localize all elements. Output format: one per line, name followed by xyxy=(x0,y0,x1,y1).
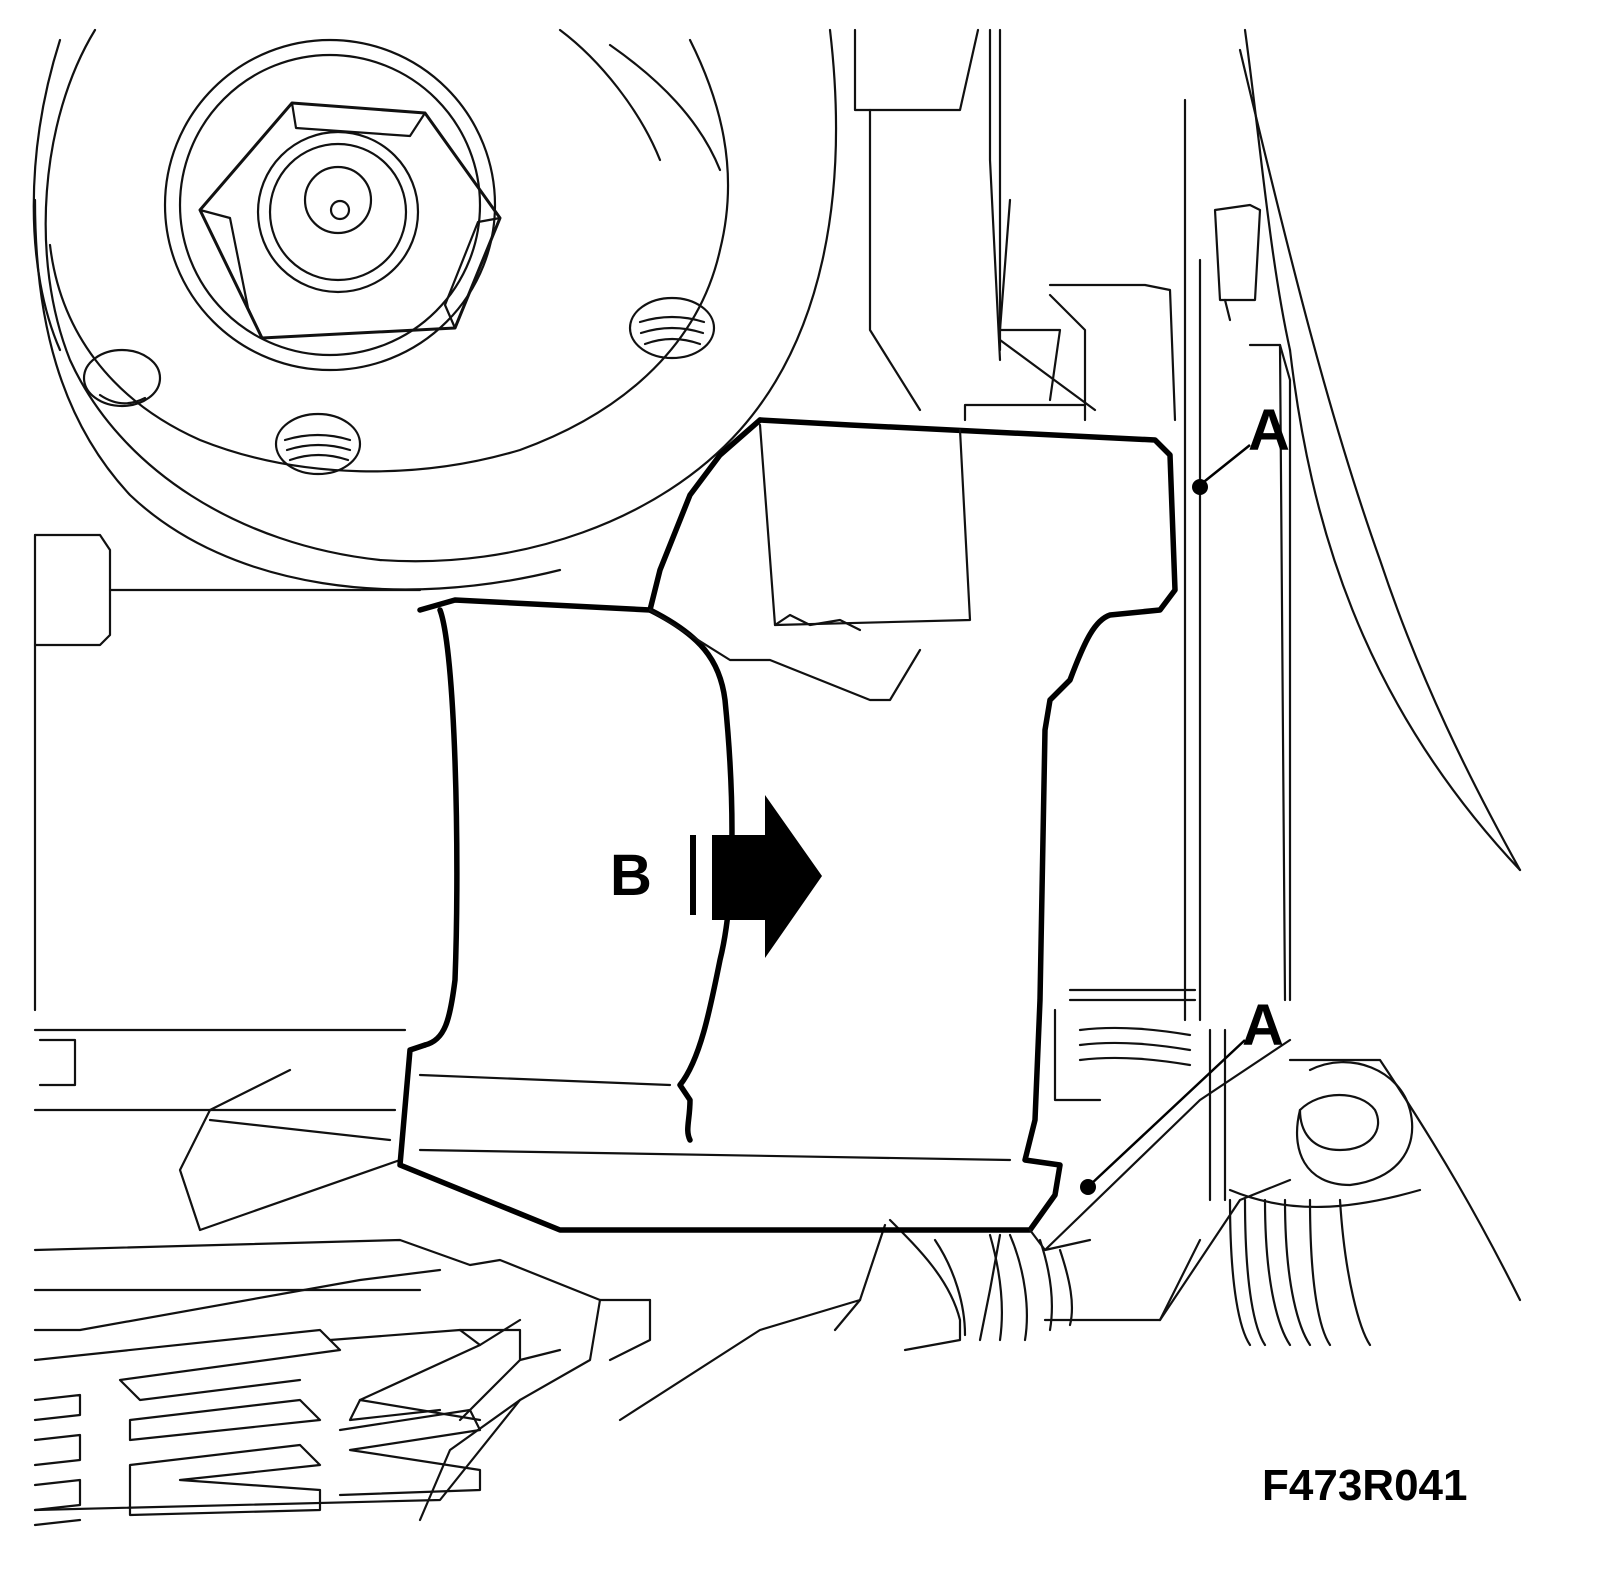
special-tool xyxy=(397,417,1178,1342)
callout-a-upper-leader xyxy=(1192,444,1251,495)
cooling-fins xyxy=(33,1318,562,1527)
callout-label-a-lower: A xyxy=(1242,993,1284,1058)
pulley-assembly xyxy=(32,28,838,591)
callout-label-a-upper: A xyxy=(1248,398,1290,463)
bolt-hole xyxy=(274,412,362,476)
housing xyxy=(33,28,1522,1527)
callout-label-b: B xyxy=(610,843,652,908)
bolt-hole xyxy=(82,348,162,408)
bolt-hole xyxy=(628,296,716,360)
figure-reference-code: F473R041 xyxy=(1262,1461,1467,1510)
hex-nut xyxy=(198,101,502,340)
direction-arrow-b xyxy=(690,795,822,958)
callout-a-lower-leader xyxy=(1080,1039,1246,1195)
